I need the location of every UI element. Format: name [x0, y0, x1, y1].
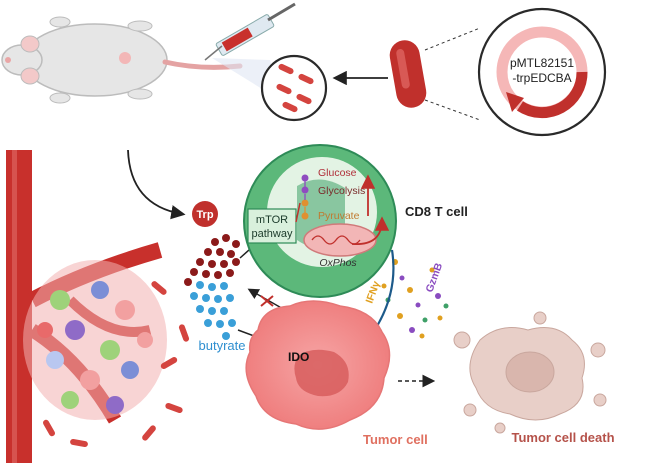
trp-dots [184, 234, 240, 286]
glucose-label: Glucose [318, 167, 357, 179]
scattered-bacteria [43, 281, 190, 448]
glycolysis-label: Glycolysis [318, 185, 365, 197]
butyrate-dots [190, 281, 236, 340]
oxphos-up-arrow [351, 216, 390, 245]
bacterium-icon [389, 40, 427, 108]
pyruvate-label: Pyruvate [318, 210, 360, 222]
butyrate-label: butyrate [199, 338, 246, 353]
cd8-t-cell-label: CD8 T cell [405, 204, 468, 219]
tumor-tissue-cluster [23, 260, 167, 420]
mtor-label-line1: mTOR [256, 214, 288, 226]
tumor-cell-death-label: Tumor cell death [511, 430, 614, 445]
tumor-cell-label: Tumor cell [363, 432, 428, 447]
arrow-mouse-to-tumor [127, 149, 186, 220]
plasmid-icon [477, 7, 607, 137]
dying-tumor-cell [453, 311, 607, 434]
glycolysis-pathway [301, 174, 309, 220]
plasmid-name-line2: -trpEDCBA [512, 71, 571, 85]
inhibition-cross-icon [260, 295, 274, 307]
mitochondrion-icon [303, 223, 377, 257]
mtor-to-glycolysis [295, 202, 301, 223]
trp-label: Trp [196, 209, 213, 221]
plasmid-name-line1: pMTL82151 [510, 56, 574, 70]
plasmid-link-bottom [424, 99, 481, 121]
ifng-label: IFNγ [364, 279, 383, 305]
oxphos-label: OxPhos [319, 257, 357, 269]
ido-label: IDO [288, 350, 309, 364]
tumor-cell [245, 300, 391, 430]
bacteria-zoom-circle [260, 54, 328, 122]
mtor-label-line2: pathway [252, 228, 293, 240]
plasmid-link-top [424, 27, 481, 51]
mouse-icon [1, 16, 243, 104]
mtor-box [247, 208, 297, 244]
trp-badge [192, 201, 218, 227]
gzmb-label: GzmB [424, 261, 446, 294]
